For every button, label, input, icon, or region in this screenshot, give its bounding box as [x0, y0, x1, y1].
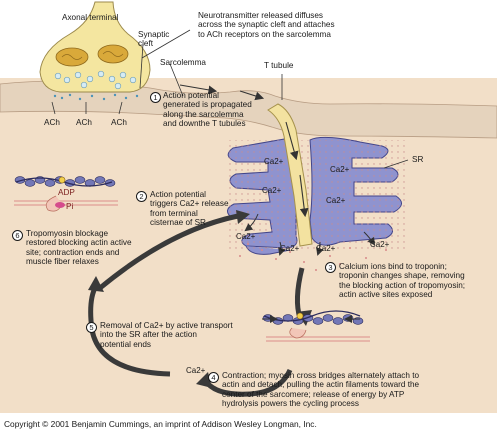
ach-pointers: [51, 101, 123, 115]
step-3-text: Calcium ions bind to troponin; troponin …: [339, 262, 466, 300]
calcium-ion-label: Ca2+: [186, 366, 206, 375]
step-2-number: 2: [136, 191, 147, 202]
calcium-ion-label: Ca2+: [326, 196, 346, 205]
step-1-number: 1: [150, 92, 161, 103]
calcium-ion-label: Ca2+: [330, 165, 350, 174]
calcium-ion-label: Ca2+: [316, 244, 336, 253]
axonal-terminal: [39, 1, 151, 93]
ach-label: ACh: [76, 118, 92, 127]
step-4-number: 4: [208, 372, 219, 383]
t-tubule-arrow: [299, 174, 309, 218]
synaptic-vesicles: [54, 70, 137, 90]
step-2-text: Action potential triggers Ca2+ release f…: [150, 190, 229, 228]
t-tubule-label: T tubule: [264, 61, 294, 70]
step-6-text: Tropomyosin blockage restored blocking a…: [26, 229, 132, 267]
step-6-number: 6: [12, 230, 23, 241]
contracting-thin-filament: [262, 310, 370, 342]
sarcolemma-label: Sarcolemma: [160, 58, 206, 67]
step-4-text: Contraction; myosin cross bridges altern…: [222, 371, 420, 409]
sarcolemma-membrane: [0, 80, 497, 139]
neurotransmitter-pointer: [141, 29, 191, 59]
t-tubule-arrow: [285, 121, 299, 161]
cycle-arrow-2: [98, 213, 239, 290]
neurotransmitter-label: Neurotransmitter released diffuses acros…: [198, 11, 335, 39]
pi-label: Pi: [66, 202, 74, 211]
action-potential-arrow: [239, 90, 265, 101]
calcium-ion-label: Ca2+: [370, 240, 390, 249]
step-5-text: Removal of Ca2+ by active transport into…: [100, 321, 233, 349]
calcium-ion-dots: [239, 243, 387, 271]
action-potential-arrow: [179, 84, 218, 95]
ach-label: ACh: [111, 118, 127, 127]
ach-label: ACh: [44, 118, 60, 127]
synaptic-cleft-pointer: [139, 43, 144, 89]
adp-label: ADP: [58, 188, 75, 197]
sarcolemma-pointer: [169, 63, 184, 97]
copyright-notice: Copyright © 2001 Benjamin Cummings, an i…: [4, 419, 317, 429]
calcium-ion-label: Ca2+: [262, 186, 282, 195]
sr-pointer: [383, 159, 409, 169]
calcium-ion-label: Ca2+: [264, 157, 284, 166]
cycle-arrow-5: [88, 284, 171, 377]
calcium-ion-label: Ca2+: [280, 244, 300, 253]
ach-molecules: [53, 93, 139, 101]
relaxed-thin-filament: [14, 176, 118, 212]
step-5-number: 5: [86, 322, 97, 333]
step-1-text: Action potential generated is propagated…: [163, 91, 252, 129]
sr-label: SR: [412, 155, 424, 164]
axonal-terminal-label: Axonal terminal: [62, 13, 119, 22]
cycle-arrow-4: [202, 368, 293, 397]
calcium-release-arrows: [244, 213, 376, 256]
calcium-ion-label: Ca2+: [236, 232, 256, 241]
synaptic-cleft-label: Synaptic cleft: [138, 30, 170, 49]
step-3-number: 3: [325, 262, 336, 273]
